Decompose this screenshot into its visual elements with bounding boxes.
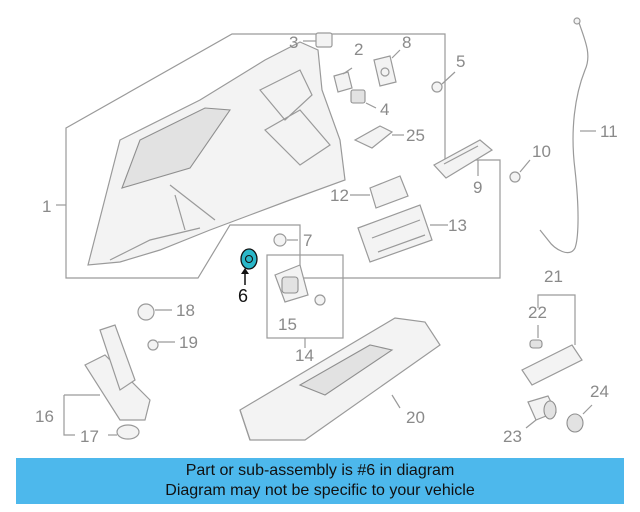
- part-2: [333, 67, 353, 93]
- label-8: 8: [402, 33, 411, 52]
- label-15: 15: [278, 315, 297, 334]
- banner-line-2: Diagram may not be specific to your vehi…: [165, 482, 475, 499]
- part-23: [525, 395, 557, 429]
- label-23: 23: [503, 427, 522, 446]
- label-21: 21: [544, 267, 563, 286]
- label-18: 18: [176, 301, 195, 320]
- label-13: 13: [448, 216, 467, 235]
- label-9: 9: [473, 178, 482, 197]
- label-25: 25: [406, 126, 425, 145]
- part-13: [357, 204, 448, 263]
- panel-outline: [65, 33, 501, 279]
- part-4: [350, 89, 377, 109]
- label-2: 2: [354, 40, 363, 59]
- part-11-cable: [539, 17, 596, 254]
- part-10: [509, 159, 531, 183]
- label-16: 16: [35, 407, 54, 426]
- label-19: 19: [179, 333, 198, 352]
- label-7: 7: [303, 231, 312, 250]
- part-18: [137, 303, 172, 321]
- label-24: 24: [590, 382, 609, 401]
- label-10: 10: [532, 142, 551, 161]
- part-8: [373, 49, 401, 87]
- label-12: 12: [330, 186, 349, 205]
- label-17: 17: [80, 427, 99, 446]
- banner-line-1: Part or sub-assembly is #6 in diagram: [185, 462, 455, 479]
- label-5: 5: [456, 52, 465, 71]
- part-12: [350, 175, 409, 209]
- part-20-sill: [239, 317, 441, 441]
- part-16-bracket: [63, 324, 151, 436]
- label-4: 4: [380, 100, 389, 119]
- label-22: 22: [528, 303, 547, 322]
- part-3: [303, 32, 333, 48]
- part-5: [431, 71, 456, 93]
- part-9: [433, 139, 494, 179]
- part-24: [566, 404, 593, 433]
- label-20: 20: [406, 408, 425, 427]
- label-11: 11: [600, 122, 618, 141]
- label-14: 14: [295, 346, 314, 365]
- label-6: 6: [238, 286, 248, 306]
- part-6-highlighted: [240, 248, 258, 285]
- part-19: [147, 339, 175, 351]
- quarter-trim-panel: [87, 41, 346, 266]
- part-17: [108, 424, 140, 440]
- part-25: [353, 125, 404, 149]
- label-1: 1: [42, 197, 51, 216]
- part-21-lamp: [521, 294, 583, 386]
- part-7: [273, 233, 298, 247]
- part-15: [274, 264, 326, 306]
- label-3: 3: [289, 33, 298, 52]
- info-banner: Part or sub-assembly is #6 in diagram Di…: [16, 458, 624, 504]
